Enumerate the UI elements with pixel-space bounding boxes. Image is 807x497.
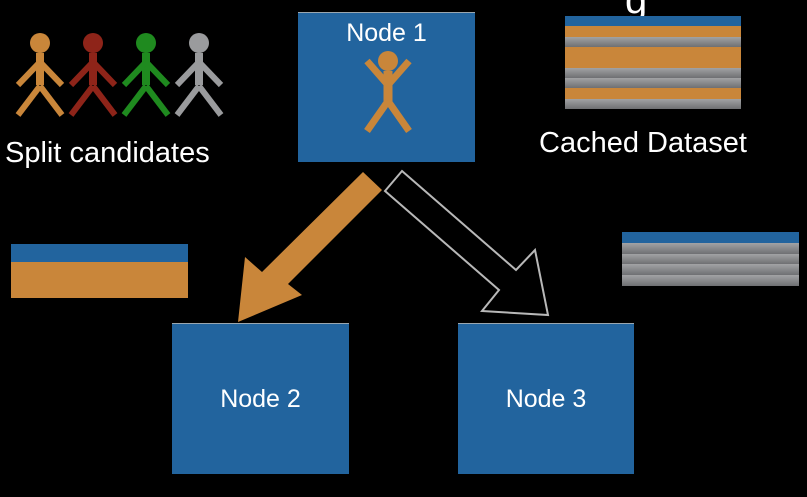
figure-red-icon [68, 33, 118, 117]
arrow-node1-to-node3 [383, 169, 550, 317]
dataset-row-orange [565, 88, 741, 99]
dataset-row-gray [622, 264, 799, 276]
left-subset-table [11, 244, 188, 298]
dataset-row-blue [622, 232, 799, 243]
node-1-box[interactable]: Node 1 [298, 12, 475, 162]
node-3-label: Node 3 [505, 385, 587, 413]
figure-green-icon [121, 33, 171, 117]
split-candidates-figures [15, 33, 224, 117]
figure-gray-icon [174, 33, 224, 117]
dataset-row-orange [565, 26, 741, 37]
arrow-node1-to-node2 [238, 172, 382, 322]
dataset-row-blue [11, 244, 188, 262]
dataset-row-gray [622, 242, 799, 254]
dataset-row-blue [565, 16, 741, 27]
selected-split-figure-icon [364, 51, 412, 134]
right-subset-table [622, 232, 799, 286]
node-2-box[interactable]: Node 2 [172, 323, 349, 474]
figure-orange-icon [15, 33, 65, 117]
dataset-row-orange [11, 261, 188, 280]
split-candidates-caption: Split candidates [5, 137, 210, 169]
cached-dataset-caption: Cached Dataset [539, 127, 747, 159]
dataset-row-gray [565, 98, 741, 109]
dataset-row-gray [565, 78, 741, 89]
dataset-row-gray [565, 36, 741, 47]
dataset-row-gray [622, 275, 799, 286]
dataset-row-gray [622, 253, 799, 265]
dataset-row-gray [565, 67, 741, 78]
dataset-row-orange [565, 57, 741, 68]
node-1-label: Node 1 [346, 19, 427, 47]
cached-dataset-table [565, 16, 741, 109]
node-3-box[interactable]: Node 3 [458, 323, 634, 474]
dataset-row-orange [11, 279, 188, 298]
node-2-label: Node 2 [220, 385, 301, 413]
dataset-row-orange [565, 47, 741, 58]
